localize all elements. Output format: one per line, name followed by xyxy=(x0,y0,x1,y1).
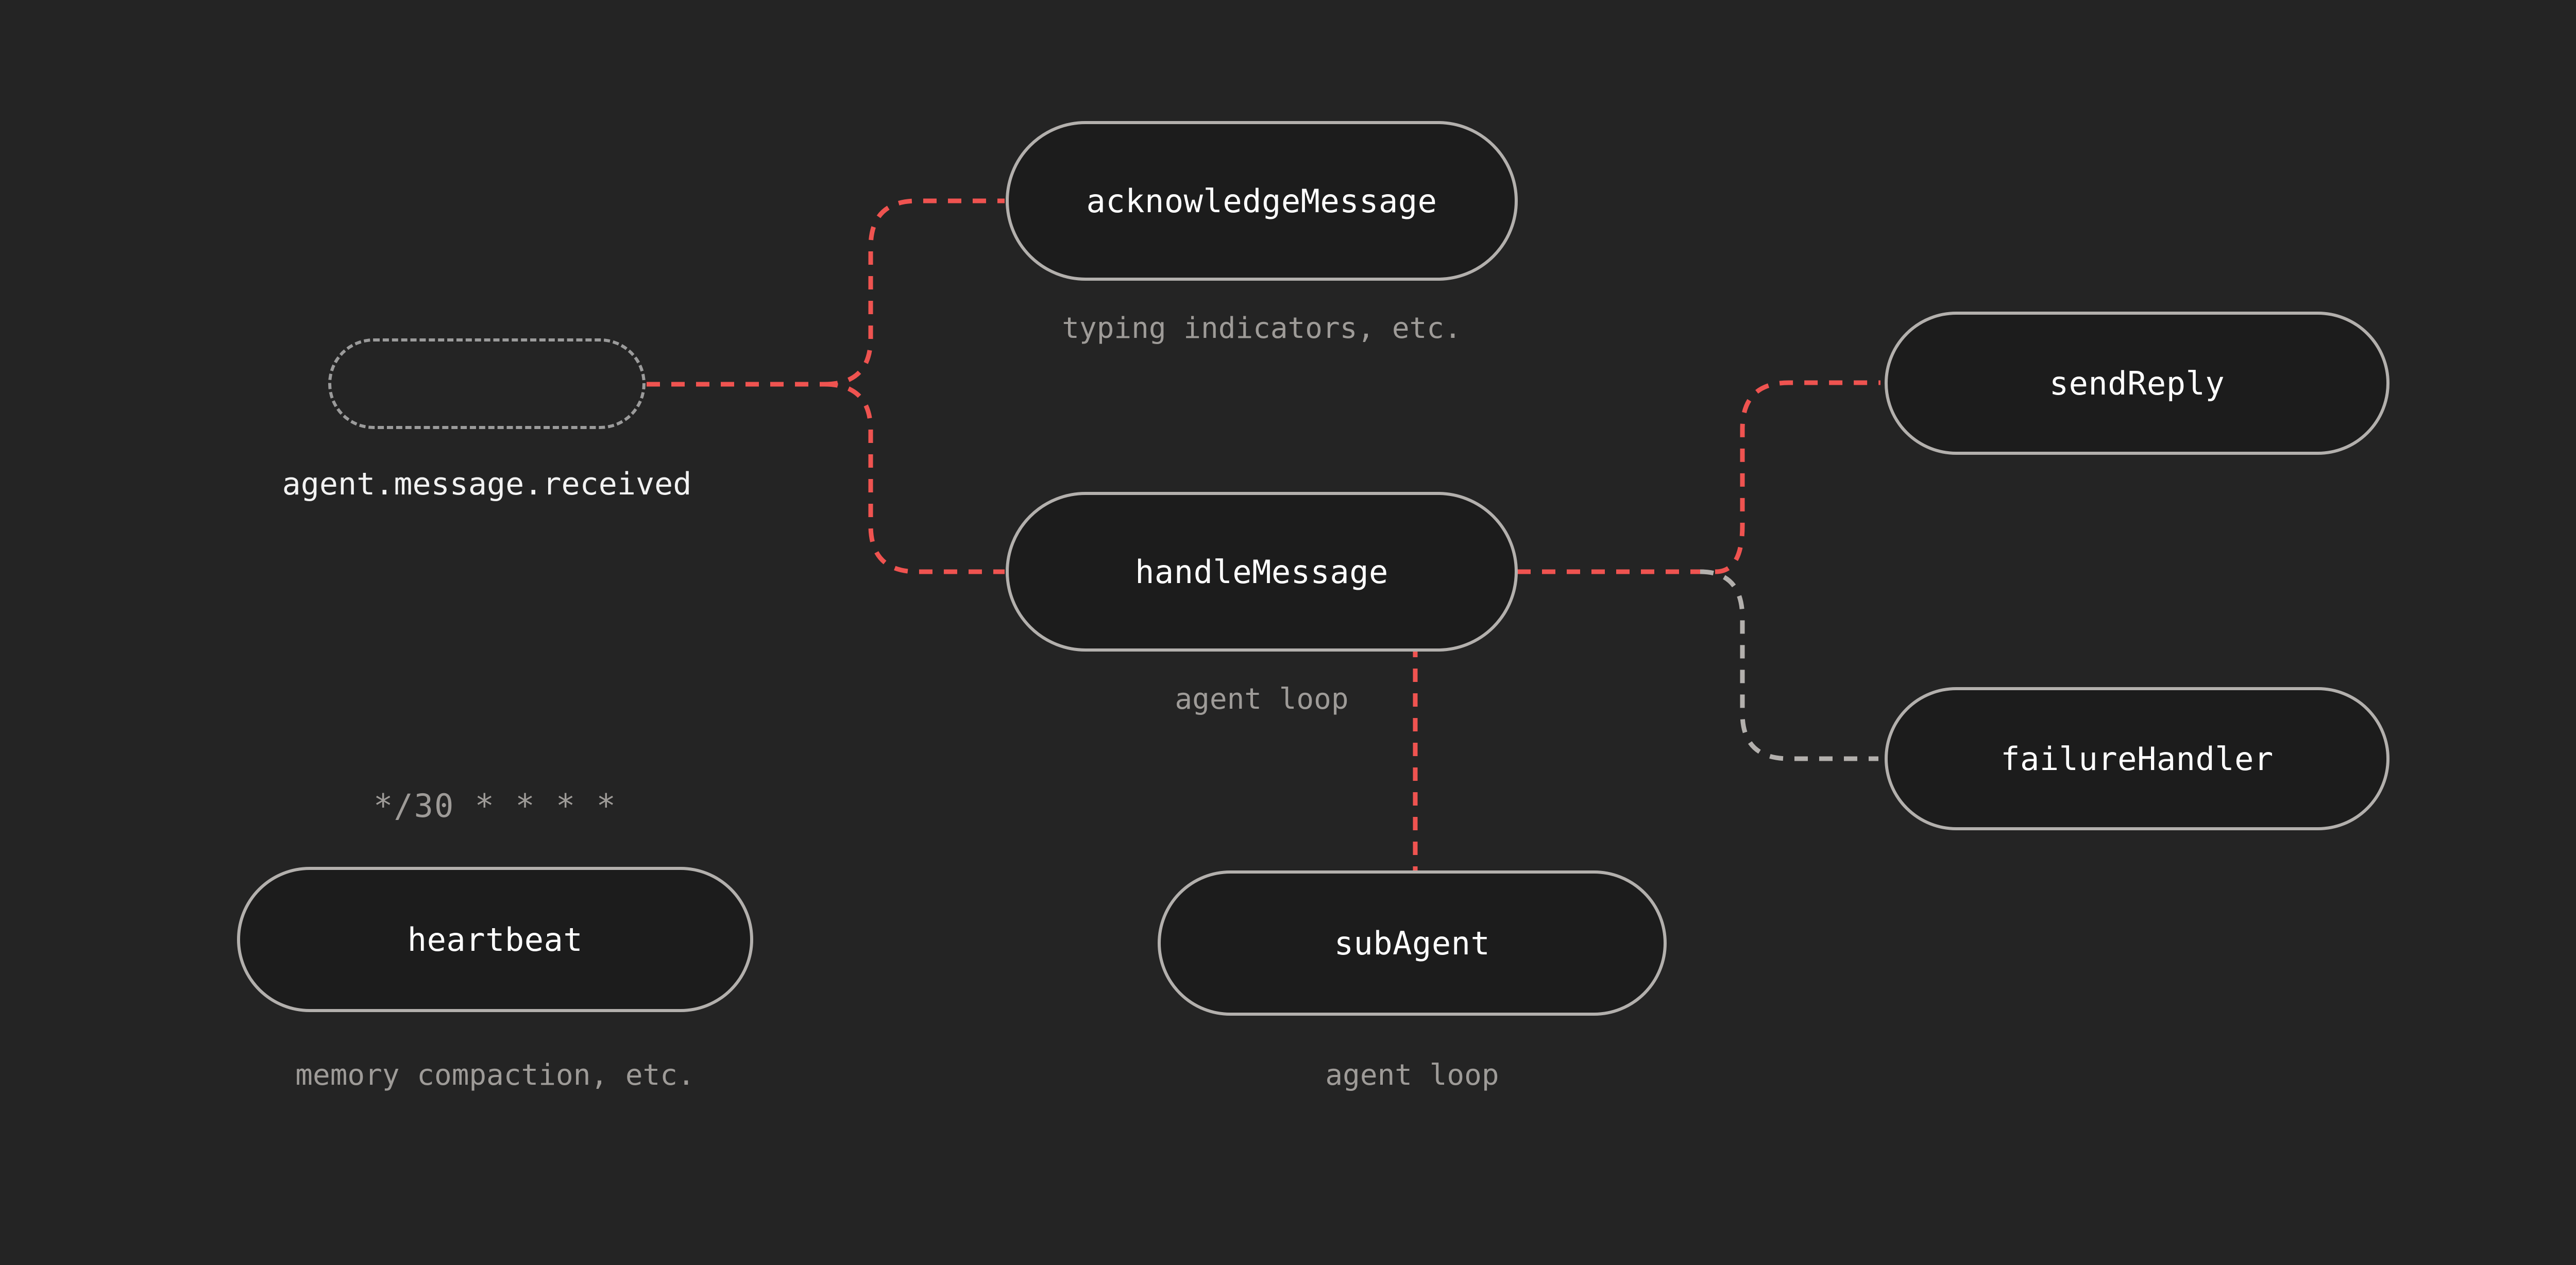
node-label-acknowledge-message: acknowledgeMessage xyxy=(1086,182,1437,220)
node-handle-message[interactable]: handleMessage xyxy=(1006,492,1518,652)
node-label-handle-message: handleMessage xyxy=(1135,553,1388,591)
trigger-node-agent-message-received[interactable] xyxy=(328,338,646,429)
caption-sub-agent: agent loop xyxy=(1325,1058,1499,1092)
trigger-label: agent.message.received xyxy=(282,466,692,502)
edge-handle-to-failurehandler xyxy=(1700,569,1878,761)
node-failure-handler[interactable]: failureHandler xyxy=(1885,687,2389,830)
edge-handle-to-sendreply xyxy=(1715,380,1880,574)
node-label-heartbeat: heartbeat xyxy=(407,920,583,959)
caption-handle-message: agent loop xyxy=(1175,682,1349,716)
caption-heartbeat: memory compaction, etc. xyxy=(295,1058,695,1092)
node-heartbeat[interactable]: heartbeat xyxy=(237,867,753,1012)
edge-trigger-to-acknowledge xyxy=(824,198,1005,387)
node-label-send-reply: sendReply xyxy=(2049,364,2225,402)
node-label-sub-agent: subAgent xyxy=(1334,924,1490,962)
node-label-failure-handler: failureHandler xyxy=(2001,740,2274,778)
edge-trigger-to-handle xyxy=(824,382,1005,574)
node-acknowledge-message[interactable]: acknowledgeMessage xyxy=(1006,121,1518,281)
node-send-reply[interactable]: sendReply xyxy=(1885,312,2389,455)
node-sub-agent[interactable]: subAgent xyxy=(1158,870,1667,1016)
cron-schedule-label: */30 * * * * xyxy=(374,787,617,825)
caption-acknowledge-message: typing indicators, etc. xyxy=(1062,312,1462,345)
